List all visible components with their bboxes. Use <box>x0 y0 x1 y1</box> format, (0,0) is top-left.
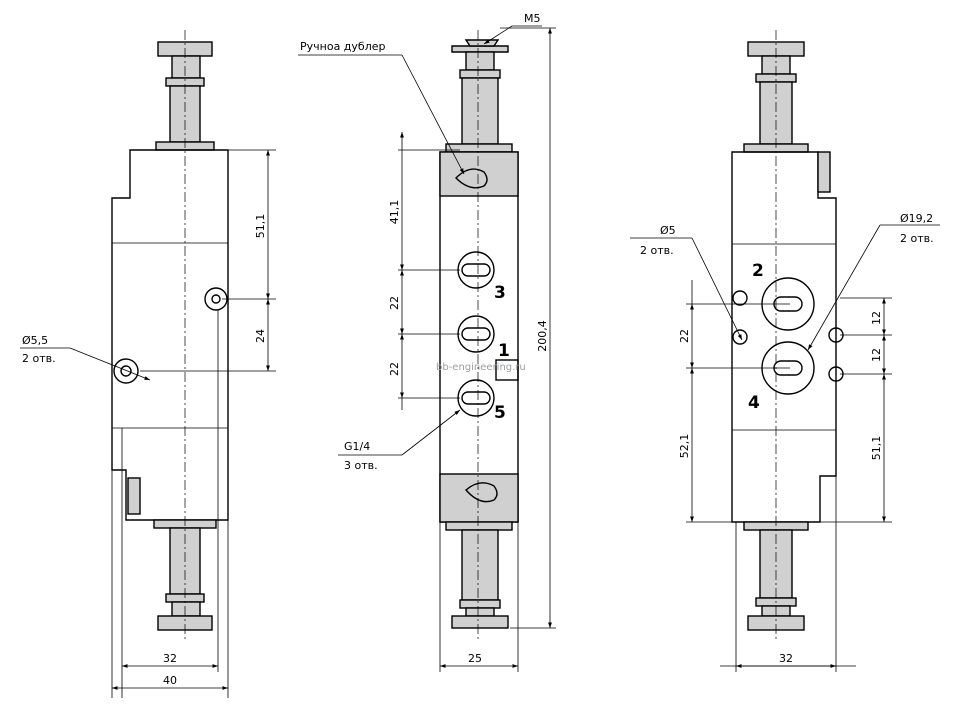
right-dim-22: 22 <box>678 329 691 343</box>
right-small-hole <box>732 290 748 306</box>
middle-front-view: 3 1 5 bb-engineering.ru 41,1 22 22 200,4… <box>298 12 556 672</box>
mid-top-ring <box>459 69 501 79</box>
mid-dim-41-1: 41,1 <box>388 200 401 225</box>
mid-bottom-stem <box>461 529 499 601</box>
mid-top-cap <box>451 45 509 53</box>
right-body-tab <box>817 151 831 193</box>
left-mount-hole-lower <box>113 358 139 384</box>
right-hole-diameter-5: Ø5 <box>660 224 676 237</box>
mid-dim-22b: 22 <box>388 362 401 376</box>
mid-override-leader <box>401 54 465 175</box>
mid-body-outline <box>439 151 519 523</box>
left-body-outline <box>111 149 229 521</box>
mid-top-neck <box>465 51 495 71</box>
left-mount-hole-lower-inner <box>120 365 132 377</box>
mid-lower-actuator <box>439 473 519 523</box>
mid-pilot-block <box>495 359 519 381</box>
mid-bottom-cap <box>451 615 509 629</box>
mid-port-thread: G1/4 <box>344 440 370 453</box>
left-bottom-neck <box>171 601 201 617</box>
right-dim-52-1: 52,1 <box>678 434 691 459</box>
mid-port-1 <box>457 315 495 353</box>
right-rear-view: 2 4 22 52,1 12 12 51,1 <box>630 30 940 672</box>
mid-dim-25: 25 <box>468 652 482 665</box>
left-side-view: 51,1 24 Ø5,5 2 отв. 32 40 <box>20 30 276 698</box>
mid-bottom-ring <box>459 599 501 609</box>
right-small-hole <box>732 329 748 345</box>
watermark: bb-engineering.ru <box>436 362 526 373</box>
mid-top-fitting <box>464 39 500 47</box>
mid-port-3-slot <box>461 263 491 277</box>
mid-port-5 <box>457 379 495 417</box>
right-port-label-2: 2 <box>752 261 764 281</box>
mid-thread-m5: M5 <box>524 12 541 25</box>
mid-port-label-3: 3 <box>494 283 506 303</box>
left-mount-hole-upper-inner <box>211 294 221 304</box>
mid-manual-override-lower <box>465 482 498 503</box>
right-d19-leader <box>807 224 881 351</box>
mid-port-5-slot <box>461 391 491 405</box>
left-top-neck <box>171 55 201 79</box>
left-hole-count: 2 отв. <box>22 352 56 365</box>
mid-manual-override-label: Ручноа дублер <box>300 40 385 53</box>
mid-port-1-slot <box>461 327 491 341</box>
mid-top-flange <box>445 143 513 153</box>
mid-top-stem <box>461 77 499 145</box>
left-dim-24: 24 <box>254 329 267 343</box>
mid-manual-override-upper <box>455 168 488 189</box>
mid-upper-actuator <box>439 151 519 197</box>
left-dim-51-1: 51,1 <box>254 214 267 239</box>
right-hole-diameter-19: Ø19,2 <box>900 212 933 225</box>
right-hole-count-19: 2 отв. <box>900 232 934 245</box>
mid-bottom-flange <box>445 521 513 531</box>
mid-dim-200-4: 200,4 <box>536 320 549 352</box>
right-d5-leader <box>691 237 743 341</box>
right-dim-51-1: 51,1 <box>870 436 883 461</box>
right-dim-32: 32 <box>779 652 793 665</box>
mid-port-count: 3 отв. <box>344 459 378 472</box>
right-dim-12a: 12 <box>870 311 883 325</box>
right-port-label-4: 4 <box>748 393 760 413</box>
mid-port-3 <box>457 251 495 289</box>
left-body-tab <box>127 477 141 515</box>
mid-dim-22a: 22 <box>388 296 401 310</box>
left-dim-32: 32 <box>163 652 177 665</box>
left-leader-line <box>69 347 151 381</box>
right-dim-12b: 12 <box>870 348 883 362</box>
mid-g14-leader <box>401 409 461 456</box>
mid-port-label-1: 1 <box>498 341 510 361</box>
left-dim-40: 40 <box>163 674 177 687</box>
mid-bottom-neck <box>465 607 495 617</box>
right-hole-count-5: 2 отв. <box>640 244 674 257</box>
left-hole-diameter: Ø5,5 <box>22 334 48 347</box>
mid-port-label-5: 5 <box>494 403 506 423</box>
mid-m5-leader <box>483 25 513 45</box>
